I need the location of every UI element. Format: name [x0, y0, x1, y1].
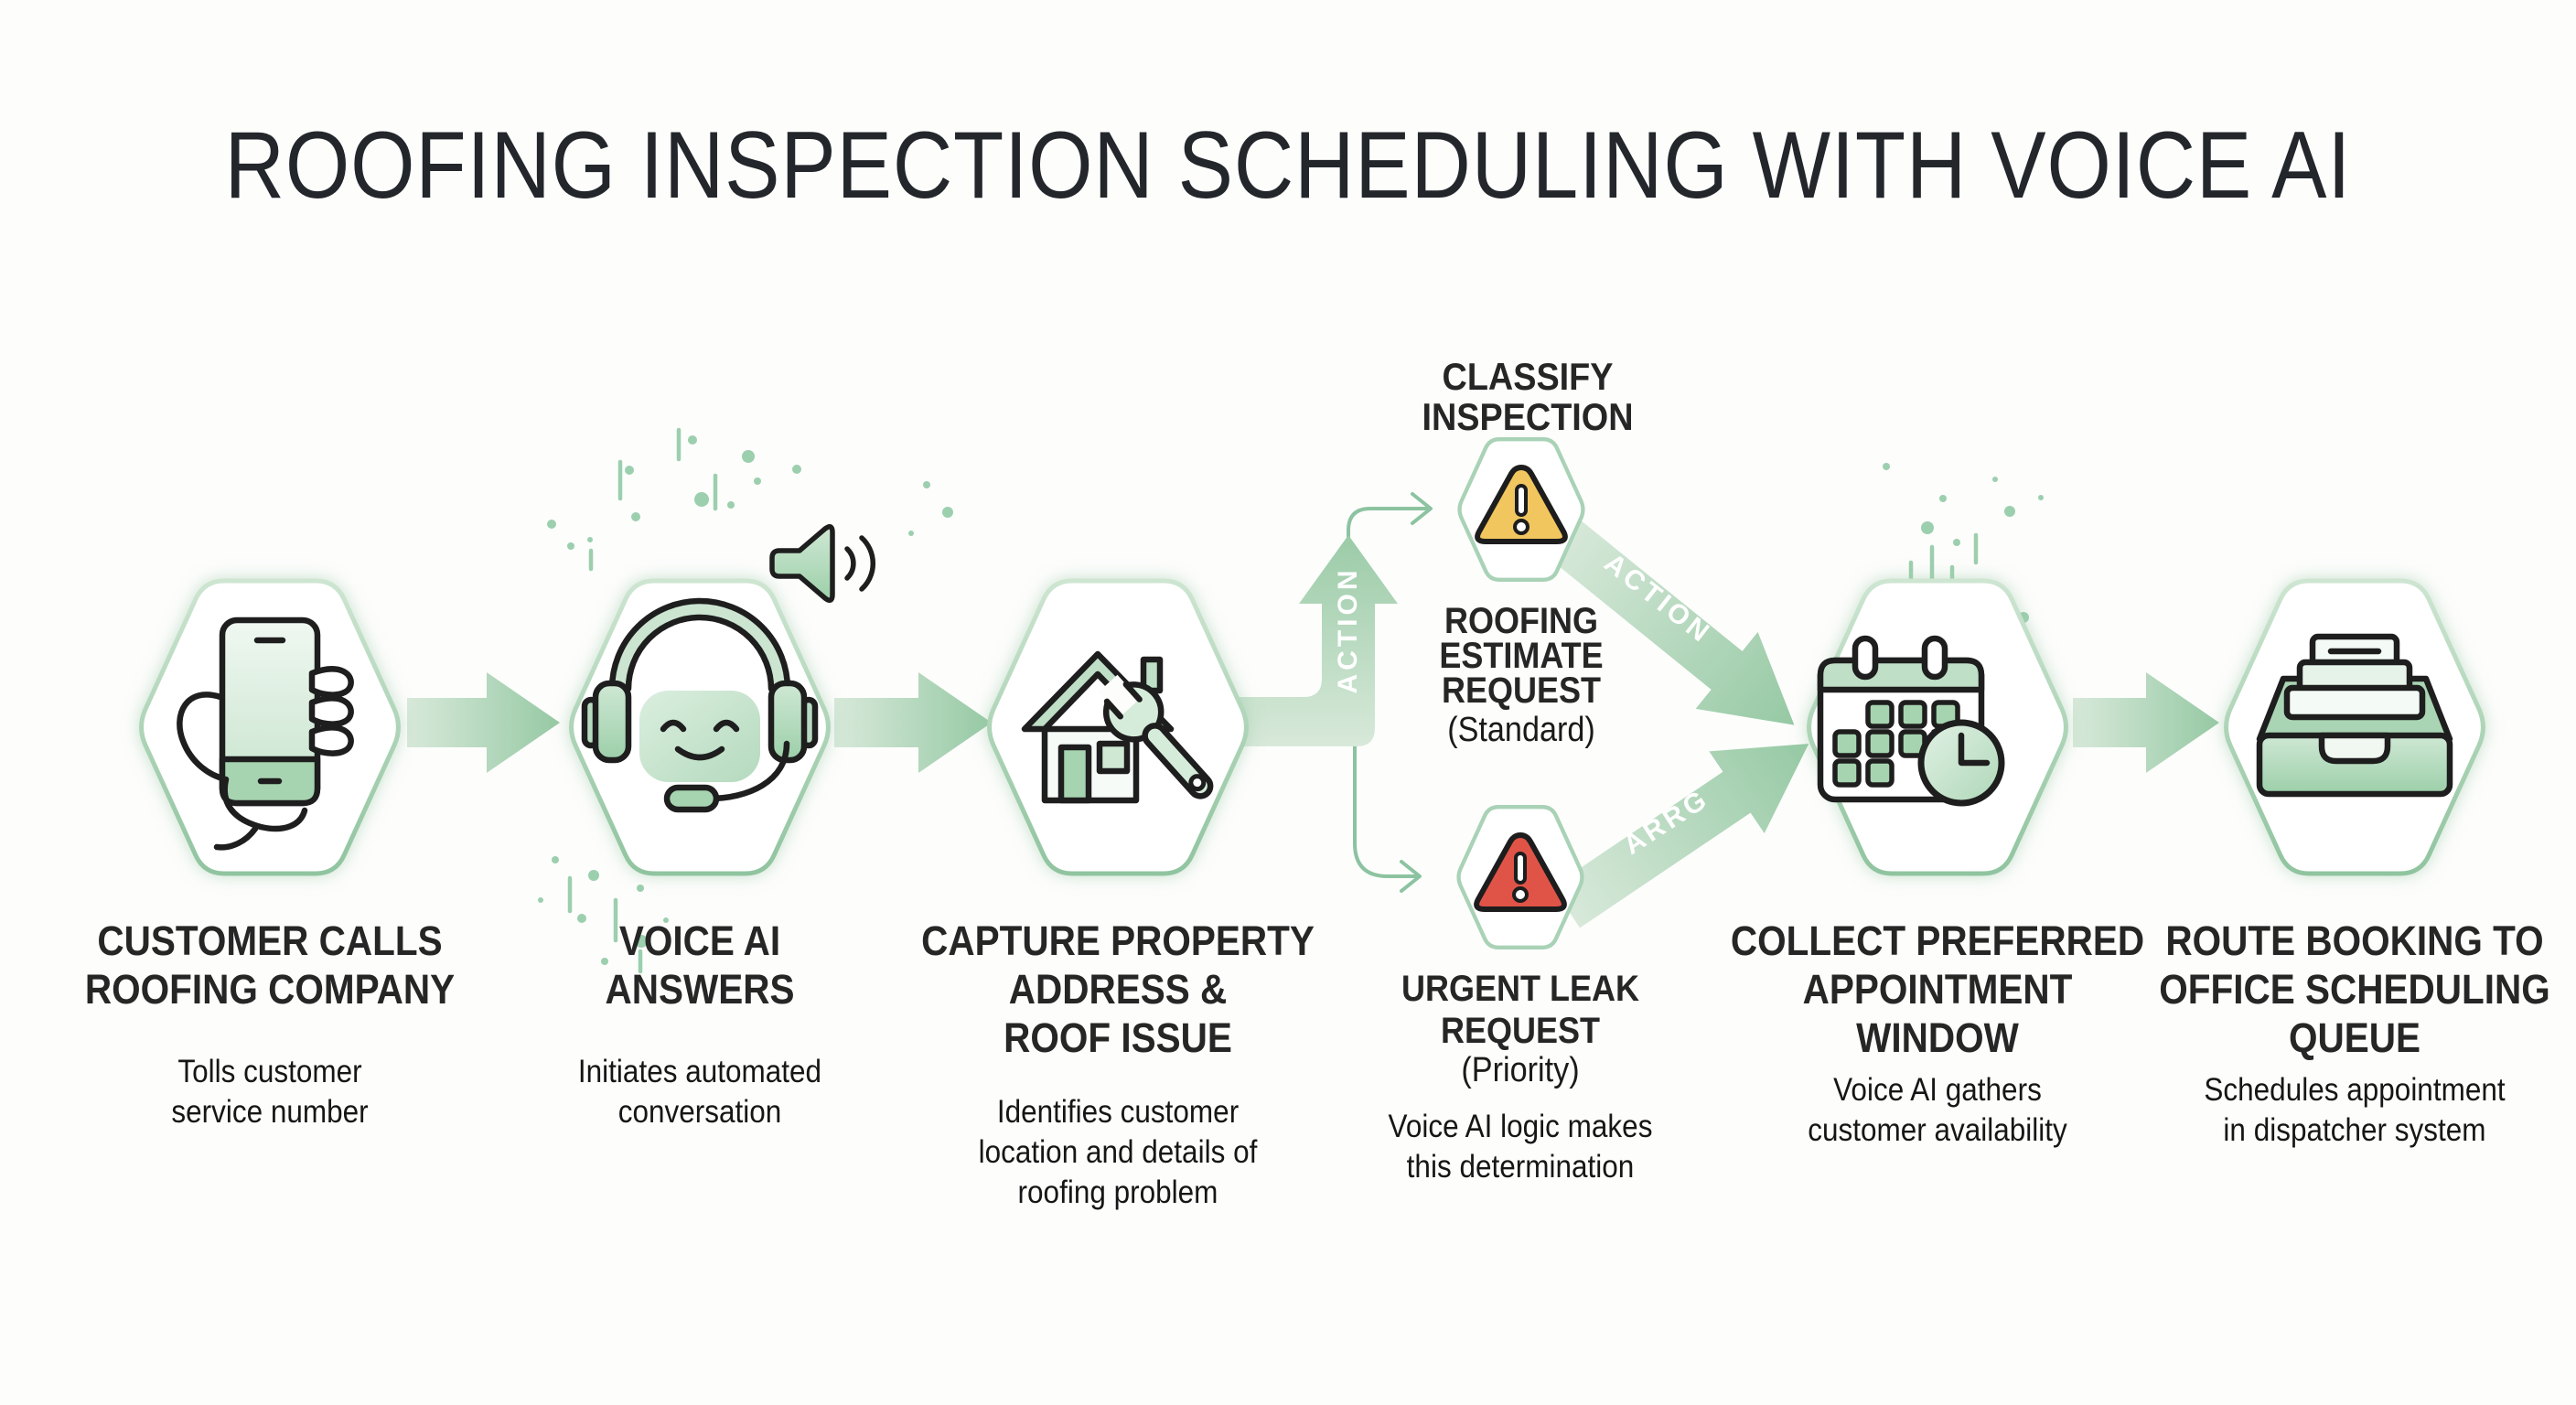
- phone-in-hand-icon: [177, 617, 354, 851]
- arrow-step1-step2: [407, 672, 560, 773]
- warning-triangle-priority-icon: [1474, 832, 1567, 912]
- robot-headset-icon: [581, 597, 819, 813]
- flow-arrows: [407, 516, 2219, 928]
- warning-triangle-standard-icon: [1475, 465, 1568, 544]
- priority-title: URGENT LEAK REQUEST: [1401, 969, 1639, 1051]
- action-label-vertical: ACTION: [1333, 566, 1363, 694]
- confetti-dots-voice-ai: [538, 427, 953, 974]
- connector-to-priority-arrowhead: [1400, 860, 1422, 893]
- arrow-standard-to-collect: [1544, 516, 1795, 725]
- step3-title: CAPTURE PROPERTY ADDRESS & ROOF ISSUE: [921, 917, 1315, 1061]
- step3-subtitle: Identifies customer location and details…: [978, 1094, 1258, 1210]
- arrow-capture-to-classify: [1237, 535, 1398, 746]
- speaker-sound-icon: [769, 524, 875, 603]
- connector-to-standard: [1347, 507, 1429, 551]
- step5-title: ROUTE BOOKING TO OFFICE SCHEDULING QUEUE: [2159, 917, 2550, 1061]
- arrow-step4-step5: [2073, 672, 2219, 773]
- arrow-step2-step3: [834, 672, 992, 773]
- arrow-priority-to-collect: [1551, 744, 1809, 928]
- connector-to-standard-arrowhead: [1411, 492, 1433, 525]
- step4-title: COLLECT PREFERRED APPOINTMENT WINDOW: [1730, 917, 2145, 1061]
- classify-heading: CLASSIFY INSPECTION: [1422, 355, 1634, 438]
- branch-connectors: [1347, 492, 1433, 893]
- standard-title: ROOFING ESTIMATE REQUEST: [1439, 601, 1604, 711]
- priority-note: Voice AI logic makes this determination: [1388, 1109, 1653, 1185]
- step2-subtitle: Initiates automated conversation: [577, 1054, 822, 1130]
- calendar-clock-icon: [1817, 635, 2005, 807]
- step1-title: CUSTOMER CALLS ROOFING COMPANY: [84, 917, 456, 1013]
- step4-subtitle: Voice AI gathers customer availability: [1808, 1072, 2067, 1148]
- priority-qualifier: (Priority): [1461, 1051, 1580, 1089]
- step5-subtitle: Schedules appointment in dispatcher syst…: [2204, 1072, 2506, 1148]
- step1-subtitle: Tolls customer service number: [171, 1054, 369, 1130]
- connector-to-priority: [1353, 730, 1418, 878]
- page-title: ROOFING INSPECTION SCHEDULING WITH VOICE…: [224, 113, 2352, 219]
- step2-title: VOICE AI ANSWERS: [605, 917, 795, 1013]
- house-wrench-icon: [1021, 650, 1214, 804]
- standard-qualifier: (Standard): [1447, 711, 1595, 749]
- inbox-queue-icon: [2256, 633, 2453, 798]
